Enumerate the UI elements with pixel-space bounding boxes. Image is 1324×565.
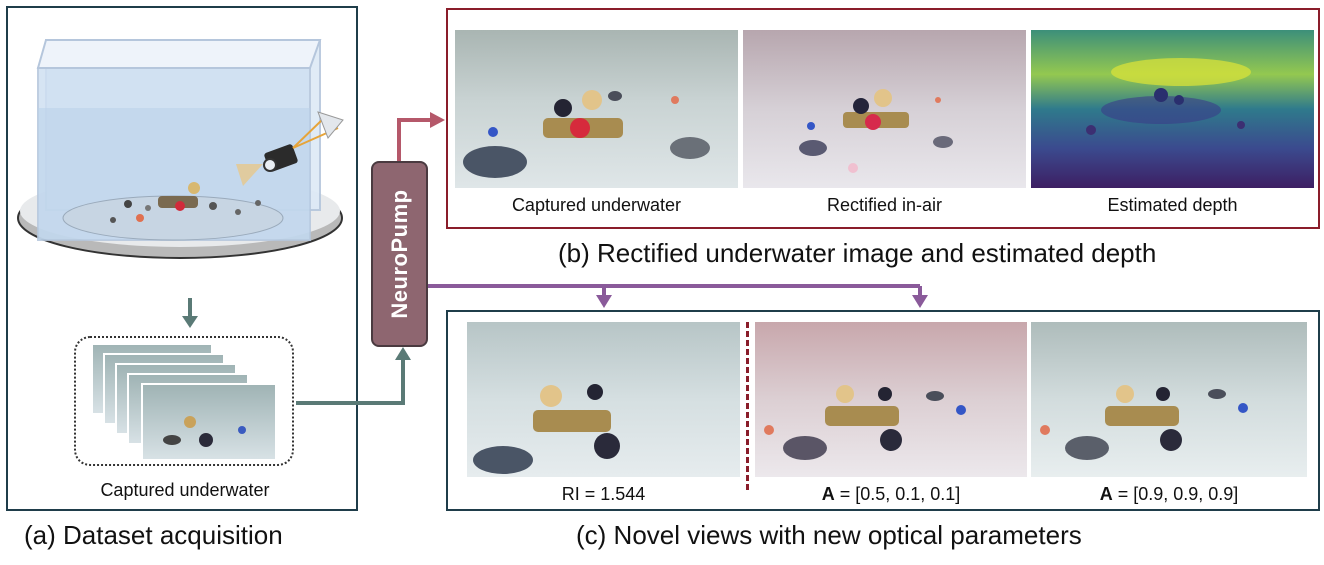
aquarium-illustration (17, 39, 344, 328)
image-novel-a2 (1031, 322, 1307, 477)
divider-dashed (746, 322, 749, 490)
panel-c-title: (c) Novel views with new optical paramet… (576, 520, 1082, 550)
panel-rectified (446, 8, 1320, 229)
caption-ri: RI = 1.544 (561, 484, 646, 504)
caption-captured-underwater: Captured underwater (511, 195, 682, 215)
caption-a2-value: = [0.9, 0.9, 0.9] (1112, 484, 1239, 504)
image-estimated-depth (1031, 30, 1314, 188)
caption-rectified-in-air: Rectified in-air (826, 195, 943, 215)
panel-dataset-acquisition (6, 6, 358, 511)
image-rectified-in-air (743, 30, 1026, 188)
camera-icon (236, 111, 344, 186)
neuropump-block: NeuroPump (371, 161, 428, 347)
image-novel-ri (467, 322, 740, 477)
caption-a1-symbol: A (821, 484, 835, 504)
image-captured-underwater (455, 30, 738, 188)
caption-a2-symbol: A (1099, 484, 1113, 504)
panel-novel-views (446, 310, 1320, 511)
neuropump-label: NeuroPump (386, 189, 412, 319)
panel-a-title: (a) Dataset acquisition (24, 520, 283, 550)
captured-stack-box (74, 336, 294, 466)
caption-a2: A = [0.9, 0.9, 0.9] (1031, 484, 1307, 505)
panel-b-title: (b) Rectified underwater image and estim… (558, 238, 1157, 268)
image-novel-a1 (755, 322, 1027, 477)
caption-a1: A = [0.5, 0.1, 0.1] (755, 484, 1027, 505)
scene-objects (110, 182, 261, 223)
caption-a1-value: = [0.5, 0.1, 0.1] (834, 484, 961, 504)
stack-caption: Captured underwater (100, 480, 270, 500)
caption-estimated-depth: Estimated depth (1107, 195, 1238, 215)
